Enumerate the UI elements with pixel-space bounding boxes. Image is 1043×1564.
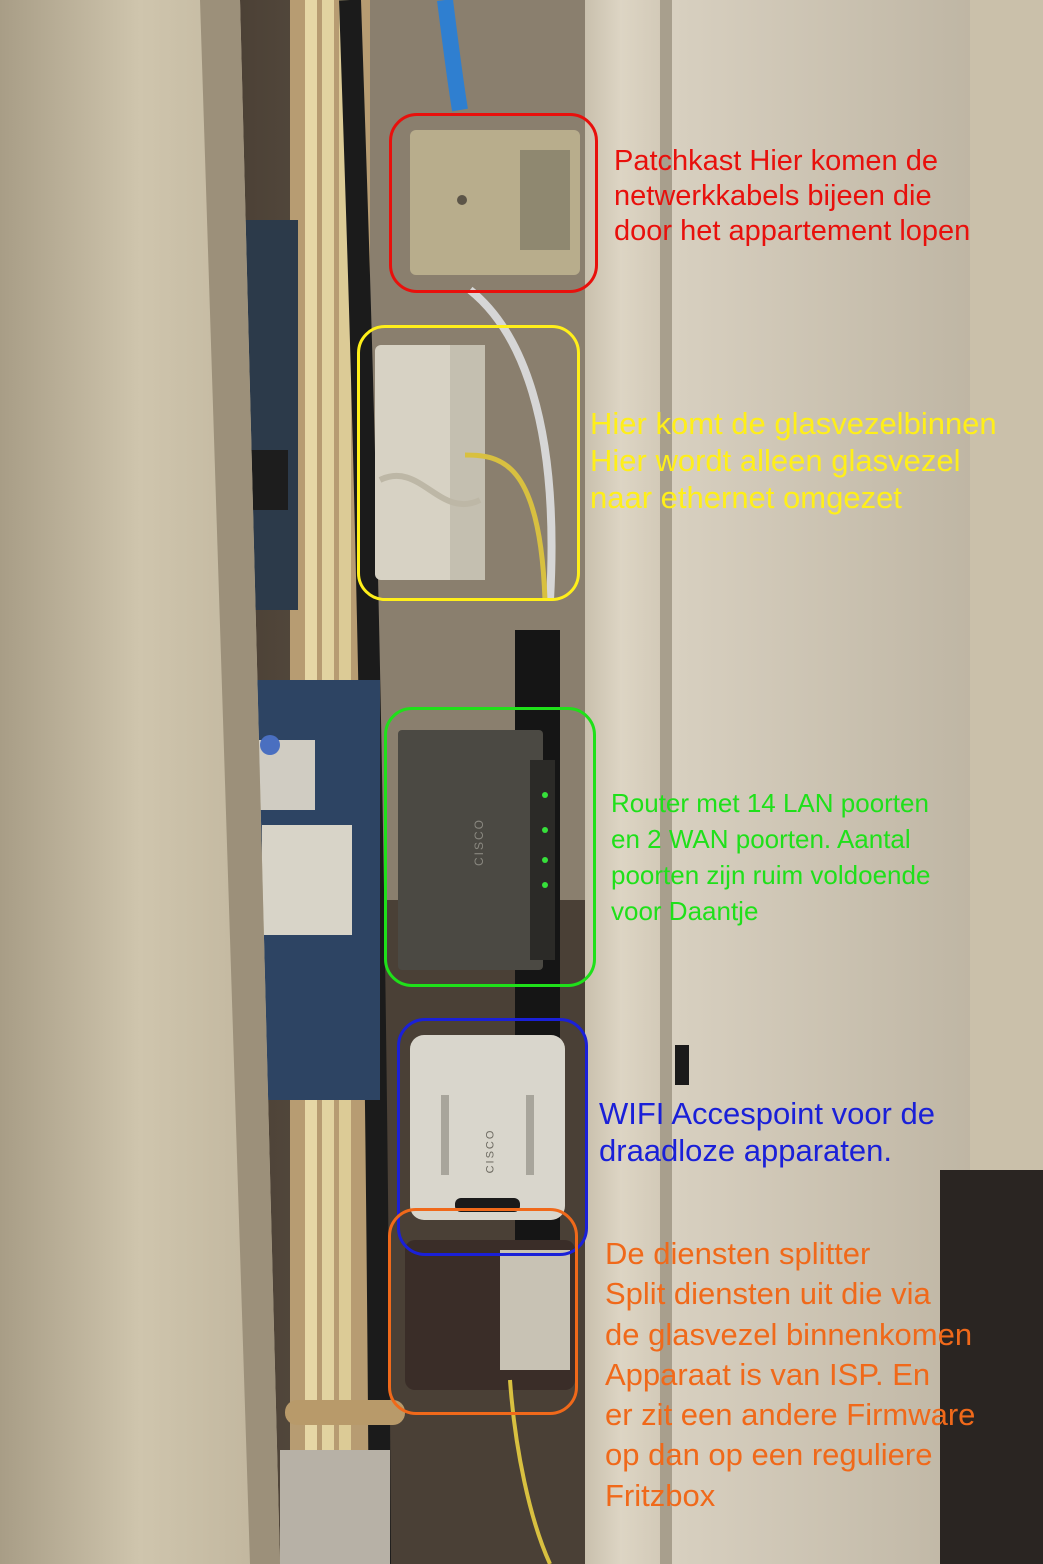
fiber-modem-body [450, 345, 485, 580]
patchkast-line-2: netwerkkabels bijeen die [614, 179, 932, 212]
door-latch-plate [675, 1045, 689, 1085]
white-cables [467, 286, 556, 601]
fiber-modem-wave [378, 472, 482, 508]
splitter-highlight [388, 1208, 578, 1415]
black-conduit [339, 0, 391, 1564]
router-line-2: en 2 WAN poorten. Aantal [611, 823, 911, 854]
router-label: Router met 14 LAN poorten en 2 WAN poort… [611, 786, 930, 930]
splitter-line-1: De diensten splitter [605, 1236, 871, 1271]
patch-box-badge [457, 195, 467, 205]
blue-cables [437, 0, 468, 112]
patchkast-line-1: Patchkast Hier komen de [614, 145, 938, 177]
blue-knob [260, 735, 280, 755]
splitter-line-5: er zit een andere Firmware [605, 1397, 976, 1433]
patchkast-line-3: door het appartement lopen [614, 214, 971, 247]
glasvezel-line-3: naar ethernet omgezet [590, 480, 902, 516]
accesspoint-highlight [397, 1018, 588, 1256]
router-led-1 [542, 792, 548, 798]
far-door [970, 0, 1043, 1180]
gas-pipe [285, 1400, 405, 1425]
dark-floor [940, 1170, 1043, 1564]
splitter-line-2: Split diensten uit die via [605, 1276, 931, 1312]
glasvezel-line-2: Hier wordt alleen glasvezel [590, 443, 961, 479]
accesspoint-line-2: draadloze apparaten. [599, 1133, 893, 1169]
router-highlight [384, 707, 596, 987]
frame-shadow [660, 0, 672, 1564]
router-led-3 [542, 857, 548, 863]
router-led-4 [542, 882, 548, 888]
router-line-1: Router met 14 LAN poorten [611, 788, 929, 818]
router-line-3: poorten zijn ruim voldoende [611, 859, 931, 890]
glasvezel-label: Hier komt de glasvezelbinnen Hier wordt … [590, 405, 997, 517]
glasvezel-line-1: Hier komt de glasvezelbinnen [590, 406, 997, 441]
yellow-cable-bottom [508, 1379, 552, 1564]
router-device [398, 730, 543, 970]
left-door-edge [200, 0, 280, 1564]
accesspoint-label: WIFI Accespoint voor de draadloze appara… [599, 1095, 935, 1169]
patchkast-label: Patchkast Hier komen de netwerkkabels bi… [614, 144, 970, 248]
right-wall [672, 0, 972, 1564]
meter-face [262, 825, 352, 935]
access-point-shape [441, 1095, 534, 1175]
splitter-label: De diensten splitter Split diensten uit … [605, 1234, 975, 1516]
gas-meter [280, 1450, 390, 1564]
fritzbox-front [500, 1250, 570, 1370]
patch-ports [520, 150, 570, 250]
accesspoint-line-1: WIFI Accespoint voor de [599, 1096, 935, 1131]
glasvezel-highlight [357, 325, 580, 601]
router-brand: CISCO [472, 817, 487, 867]
patchkast-highlight [389, 113, 598, 293]
splitter-line-4: Apparaat is van ISP. En [605, 1356, 931, 1392]
splitter-line-6: op dan op een reguliere [605, 1437, 933, 1473]
splitter-line-3: de glasvezel binnenkomen [605, 1316, 973, 1352]
router-led-2 [542, 827, 548, 833]
left-door [0, 0, 280, 1564]
yellow-patch-cable [464, 452, 548, 601]
router-line-4: voor Daantje [611, 895, 759, 926]
splitter-line-7: Fritzbox [605, 1477, 716, 1513]
accesspoint-brand: CISCO [484, 1128, 497, 1174]
